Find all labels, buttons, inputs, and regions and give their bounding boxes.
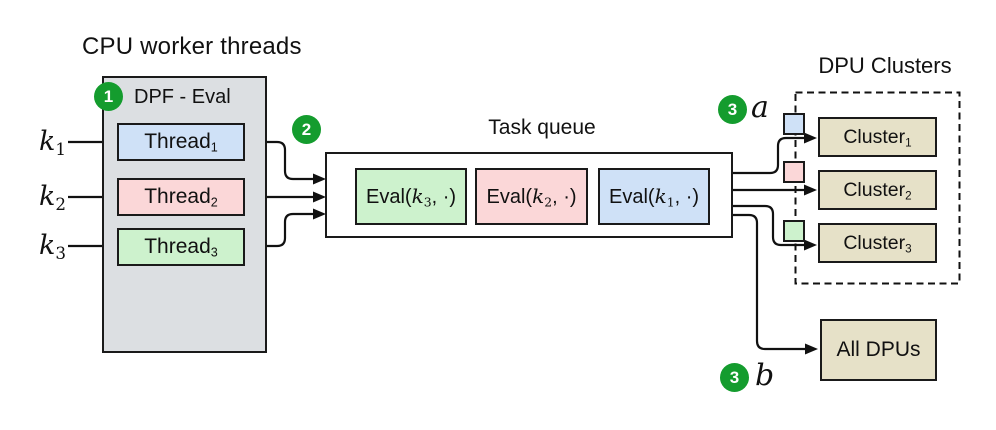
cluster-2-label: Cluster2 — [843, 178, 912, 202]
dpf-eval-label: DPF - Eval — [134, 86, 231, 108]
all-dpus-box: All DPUs — [820, 319, 937, 381]
step-3b-letter: b — [755, 358, 775, 393]
arrowhead-icon — [804, 239, 817, 251]
all-dpus-label: All DPUs — [836, 338, 921, 361]
arrowhead-icon — [313, 173, 326, 185]
cluster-2-box: Cluster2 — [818, 170, 937, 210]
dpu-clusters-dashed-border — [794, 91, 961, 285]
arrowhead-icon — [804, 132, 817, 144]
thread-3-label: Thread3 — [144, 234, 218, 260]
token-square-blue — [783, 113, 805, 135]
queue-item-eval-k3: Eval(k3, ·) — [355, 168, 467, 225]
arrowhead-icon — [804, 184, 817, 196]
cluster-1-box: Cluster1 — [818, 117, 937, 157]
queue-item-eval-k2: Eval(k2, ·) — [475, 168, 588, 225]
step-2-badge: 2 — [292, 115, 321, 144]
wire-thread3-queue — [245, 212, 314, 248]
arrowhead-icon — [805, 343, 818, 355]
thread-2-box: Thread2 — [117, 178, 245, 216]
queue-item-label: Eval(k3, ·) — [365, 183, 457, 210]
queue-item-eval-k1: Eval(k1, ·) — [598, 168, 710, 225]
cluster-3-box: Cluster3 — [818, 223, 937, 263]
token-square-green — [783, 220, 805, 242]
key-label-k1: k1 — [38, 126, 66, 160]
thread-1-label: Thread1 — [144, 129, 218, 155]
cpu-worker-threads-title: CPU worker threads — [82, 33, 302, 60]
queue-item-label: Eval(k1, ·) — [608, 183, 700, 210]
step-3a-letter: a — [751, 90, 769, 125]
thread-1-box: Thread1 — [117, 123, 245, 161]
wire-queue-cluster3 — [733, 204, 805, 247]
step-1-badge: 1 — [94, 82, 123, 111]
queue-item-label: Eval(k2, ·) — [486, 183, 577, 210]
task-queue-title: Task queue — [488, 116, 596, 139]
key-label-k3: k3 — [38, 230, 66, 264]
step-3b-badge: 3 — [720, 363, 749, 392]
arrowhead-icon — [313, 191, 326, 203]
thread-3-box: Thread3 — [117, 228, 245, 266]
key-label-k2: k2 — [38, 181, 66, 215]
dpu-clusters-title: DPU Clusters — [818, 53, 952, 78]
wire-thread1-queue — [245, 140, 314, 181]
cluster-3-label: Cluster3 — [843, 231, 912, 255]
token-square-pink — [783, 161, 805, 183]
cluster-1-label: Cluster1 — [843, 125, 912, 149]
wire-queue-alldpus — [733, 213, 806, 351]
wire-queue-cluster1 — [733, 136, 805, 175]
step-3a-badge: 3 — [718, 95, 747, 124]
thread-2-label: Thread2 — [144, 184, 218, 210]
arrowhead-icon — [313, 208, 326, 220]
